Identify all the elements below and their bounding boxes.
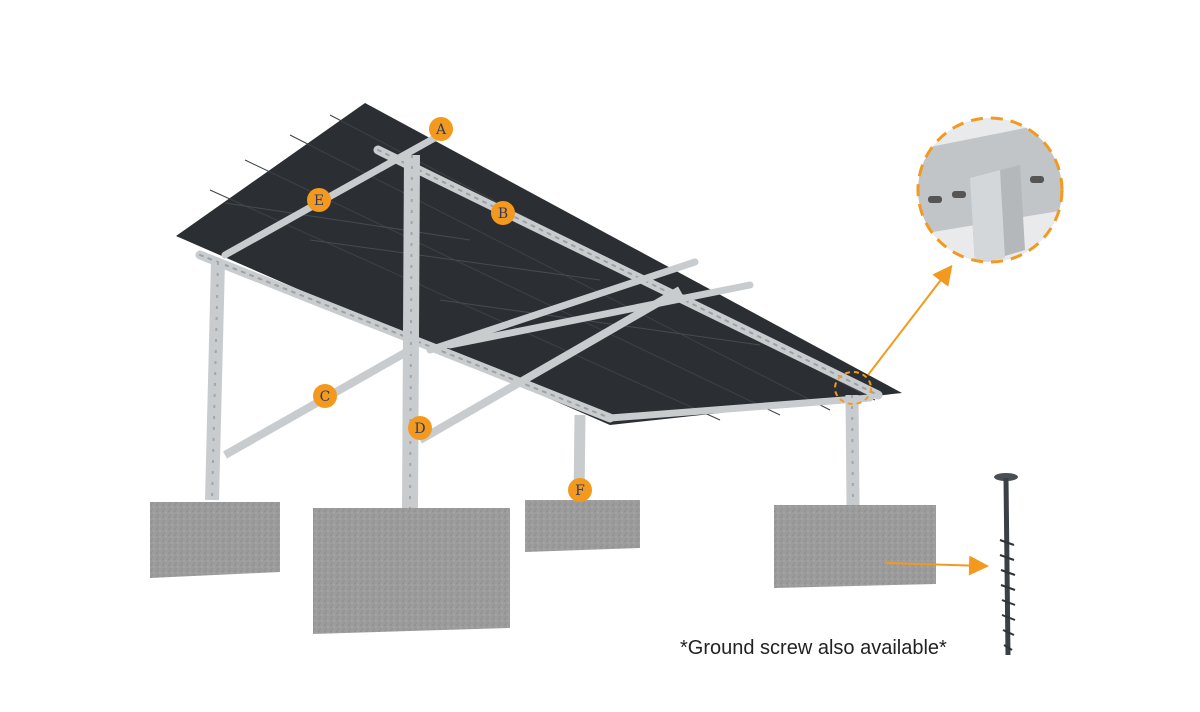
callout-e-label: E (314, 193, 324, 209)
callout-b: B (491, 201, 515, 225)
callout-c: C (313, 384, 337, 408)
ground-screw-caption: *Ground screw also available* (680, 637, 947, 659)
concrete-ballast-blocks (150, 500, 936, 634)
ground-screw-icon (884, 473, 1018, 656)
callout-d: D (408, 416, 432, 440)
detail-zoom-circle (834, 116, 1064, 405)
callout-f: F (568, 478, 592, 502)
callout-d-label: D (414, 421, 425, 437)
callout-a-label: A (435, 122, 447, 138)
callout-a: A (429, 117, 453, 141)
callout-b-label: B (498, 206, 508, 222)
callout-e: E (307, 188, 331, 212)
callout-f-label: F (575, 483, 585, 499)
solar-panel-array (176, 103, 902, 425)
arrow-icon (867, 264, 953, 376)
callout-c-label: C (320, 389, 331, 405)
